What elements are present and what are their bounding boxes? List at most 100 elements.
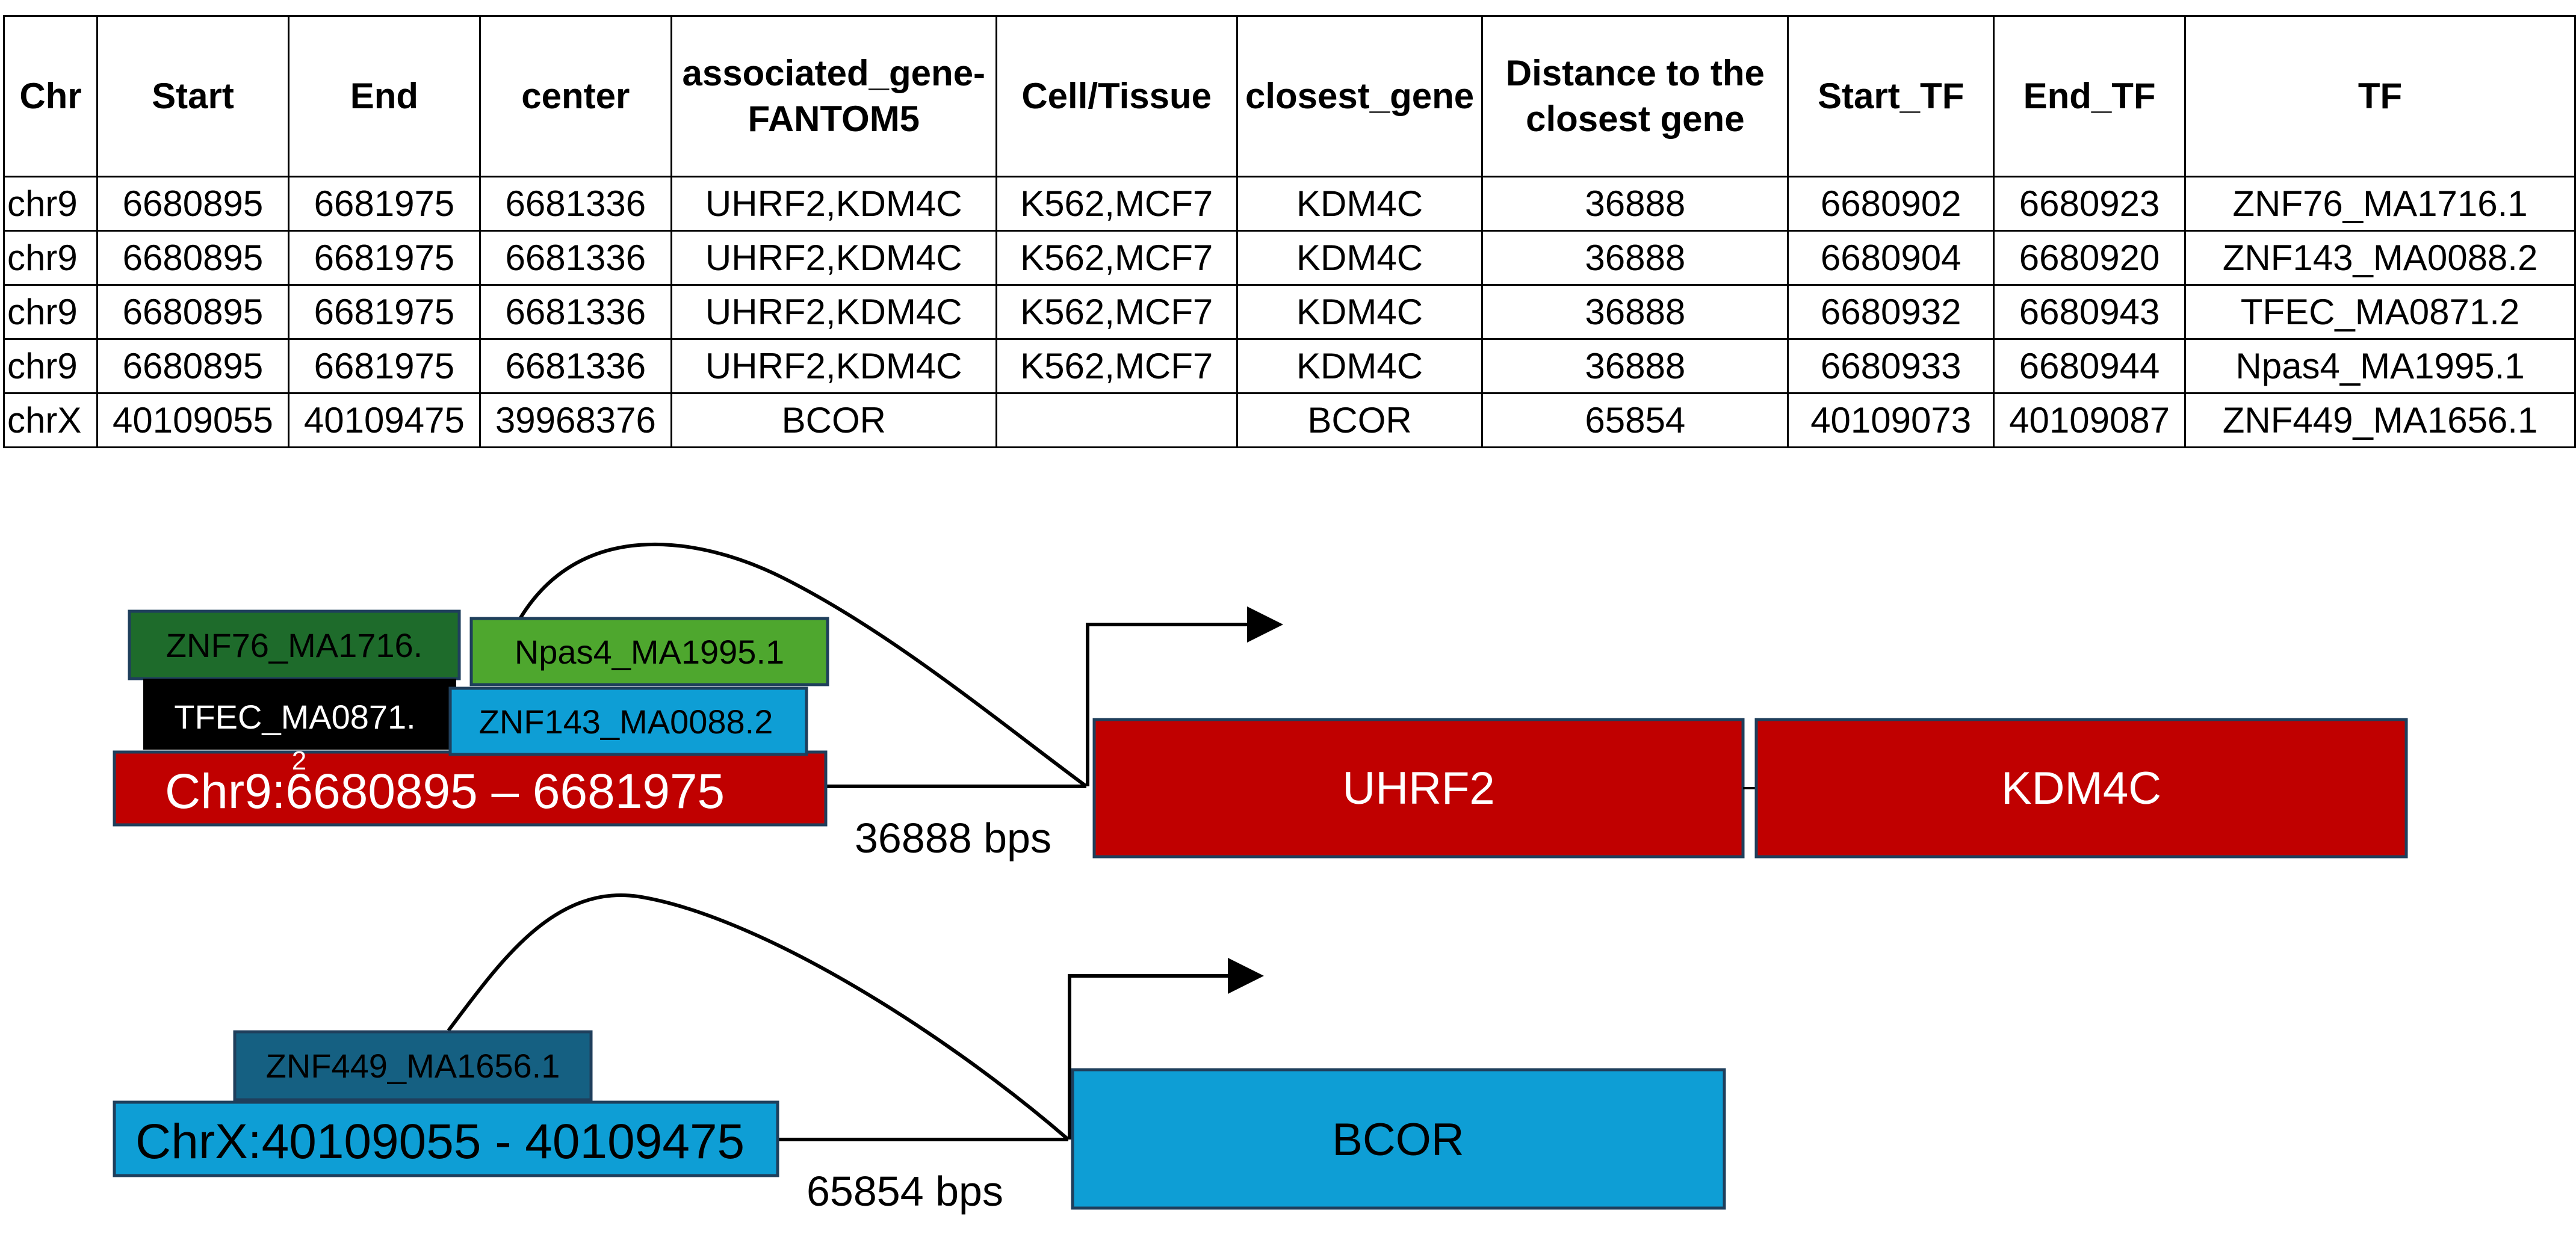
col-header-distance: Distance to the closest gene	[1481, 15, 1789, 177]
cell-center: 6681336	[478, 284, 672, 340]
col-header-associated-gene: associated_gene-FANTOM5	[670, 15, 997, 177]
gene-box-uhrf2	[1092, 718, 1745, 859]
cell-end: 6681975	[287, 338, 481, 394]
cell-distance: 36888	[1481, 176, 1789, 232]
cell-distance: 36888	[1481, 284, 1789, 340]
tfec-label-suffix: 2	[292, 746, 306, 776]
cell-cell-tissue: K562,MCF7	[995, 230, 1238, 286]
znf143-label: ZNF143_MA0088.2	[479, 703, 773, 741]
col-header-start-tf: Start_TF	[1787, 15, 1995, 177]
cell-start-tf: 6680932	[1787, 284, 1995, 340]
chrx-region-box	[113, 1100, 779, 1177]
npas4-box	[469, 617, 829, 686]
col-header-closest-gene: closest_gene	[1236, 15, 1484, 177]
results-table: Chr Start End center associated_gene-FAN…	[3, 15, 2576, 448]
cell-tf: ZNF76_MA1716.1	[2184, 176, 2576, 232]
cell-cell-tissue: K562,MCF7	[995, 176, 1238, 232]
chr9-region-label: Chr9:6680895 – 6681975	[165, 764, 725, 819]
cell-distance: 36888	[1481, 338, 1789, 394]
cell-center: 6681336	[478, 338, 672, 394]
col-header-center: center	[478, 15, 672, 177]
col-header-end: End	[287, 15, 481, 177]
znf449-box	[233, 1030, 593, 1102]
col-header-start: Start	[96, 15, 289, 177]
cell-start-tf: 6680933	[1787, 338, 1995, 394]
cell-end: 6681975	[287, 176, 481, 232]
cell-end: 40109475	[287, 392, 481, 448]
npas4-label: Npas4_MA1995.1	[515, 633, 784, 671]
cell-end-tf: 6680944	[1993, 338, 2187, 394]
gene-label-kdm4c: KDM4C	[2001, 763, 2161, 814]
cell-start: 40109055	[96, 392, 289, 448]
cell-associated-gene: UHRF2,KDM4C	[670, 230, 997, 286]
cell-closest-gene: BCOR	[1236, 392, 1484, 448]
cell-start: 6680895	[96, 230, 289, 286]
chrx-region-label: ChrX:40109055 - 40109475	[135, 1114, 745, 1169]
cell-start-tf: 40109073	[1787, 392, 1995, 448]
cell-center: 6681336	[478, 176, 672, 232]
chr9-tss-arrow	[1086, 606, 1283, 786]
cell-end-tf: 6680923	[1993, 176, 2187, 232]
chrx-tss-arrow	[1068, 958, 1264, 1140]
cell-center: 39968376	[478, 392, 672, 448]
cell-associated-gene: UHRF2,KDM4C	[670, 338, 997, 394]
cell-cell-tissue	[995, 392, 1238, 448]
col-header-end-tf: End_TF	[1993, 15, 2187, 177]
cell-chr: chr9	[3, 176, 98, 232]
cell-closest-gene: KDM4C	[1236, 230, 1484, 286]
cell-end-tf: 6680920	[1993, 230, 2187, 286]
cell-associated-gene: BCOR	[670, 392, 997, 448]
chr9-region-box	[113, 750, 828, 827]
gene-label-uhrf2: UHRF2	[1342, 763, 1494, 814]
tfec-box	[143, 679, 456, 750]
cell-distance: 36888	[1481, 230, 1789, 286]
cell-start: 6680895	[96, 338, 289, 394]
cell-associated-gene: UHRF2,KDM4C	[670, 176, 997, 232]
gene-label-bcor: BCOR	[1332, 1114, 1464, 1165]
cell-start: 6680895	[96, 176, 289, 232]
chr9-loop-arc	[516, 542, 1088, 788]
tfec-label: TFEC_MA0871.	[174, 698, 416, 736]
cell-tf: ZNF143_MA0088.2	[2184, 230, 2576, 286]
header-row: Chr Start End center associated_gene-FAN…	[3, 15, 2576, 177]
cell-start: 6680895	[96, 284, 289, 340]
chrx-distance-label: 65854 bps	[807, 1168, 1003, 1215]
chr9-distance-label: 36888 bps	[855, 815, 1051, 862]
cell-closest-gene: KDM4C	[1236, 284, 1484, 340]
cell-tf: Npas4_MA1995.1	[2184, 338, 2576, 394]
cell-cell-tissue: K562,MCF7	[995, 338, 1238, 394]
cell-end-tf: 6680943	[1993, 284, 2187, 340]
cell-end-tf: 40109087	[1993, 392, 2187, 448]
cell-closest-gene: KDM4C	[1236, 176, 1484, 232]
cell-tf: ZNF449_MA1656.1	[2184, 392, 2576, 448]
cell-chr: chr9	[3, 230, 98, 286]
chrx-loop-arc	[447, 893, 1070, 1141]
cell-end: 6681975	[287, 230, 481, 286]
gene-box-bcor	[1071, 1068, 1726, 1210]
cell-cell-tissue: K562,MCF7	[995, 284, 1238, 340]
col-header-cell-tissue: Cell/Tissue	[995, 15, 1238, 177]
col-header-tf: TF	[2184, 15, 2576, 177]
cell-center: 6681336	[478, 230, 672, 286]
cell-distance: 65854	[1481, 392, 1789, 448]
znf76-label: ZNF76_MA1716.	[166, 626, 423, 664]
cell-tf: TFEC_MA0871.2	[2184, 284, 2576, 340]
znf449-label: ZNF449_MA1656.1	[266, 1047, 560, 1085]
znf143-box	[448, 686, 808, 756]
cell-chr: chrX	[3, 392, 98, 448]
cell-start-tf: 6680902	[1787, 176, 1995, 232]
cell-start-tf: 6680904	[1787, 230, 1995, 286]
cell-closest-gene: KDM4C	[1236, 338, 1484, 394]
cell-associated-gene: UHRF2,KDM4C	[670, 284, 997, 340]
col-header-chr: Chr	[3, 15, 98, 177]
gene-box-kdm4c	[1754, 718, 2408, 859]
znf76-box	[128, 609, 461, 680]
cell-chr: chr9	[3, 338, 98, 394]
cell-chr: chr9	[3, 284, 98, 340]
